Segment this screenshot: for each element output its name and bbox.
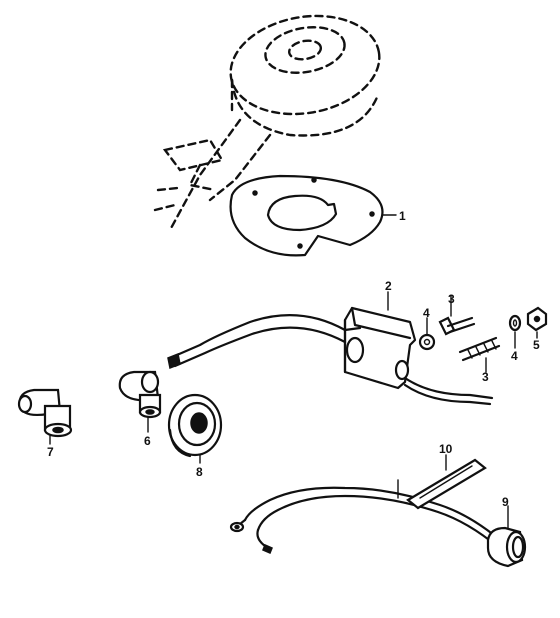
spark-plug-cap (118, 370, 162, 433)
bolt-upper (438, 295, 476, 336)
callout-6: 6 (144, 434, 151, 448)
washer-right (508, 314, 522, 349)
kill-switch (486, 505, 527, 568)
high-tension-lead (167, 314, 347, 370)
washer-left (418, 317, 436, 351)
callout-8: 8 (196, 465, 203, 479)
flywheel-dashed (153, 14, 381, 232)
callout-3-lower: 3 (482, 370, 489, 384)
callout-10: 10 (439, 442, 453, 456)
callout-5: 5 (533, 338, 540, 352)
callout-3-upper: 3 (448, 292, 455, 306)
grommet (167, 393, 223, 464)
callout-9: 9 (502, 495, 509, 509)
callout-1: 1 (399, 209, 406, 223)
callout-7: 7 (47, 445, 54, 459)
coil-ground-wire (403, 376, 494, 406)
stator-plate (229, 174, 397, 257)
spare-plug-cap (17, 388, 73, 445)
clamp-strip (406, 454, 487, 510)
wiring-harness (229, 479, 502, 554)
callout-2: 2 (385, 279, 392, 293)
callout-4-right: 4 (511, 349, 518, 363)
nut (526, 306, 548, 339)
callout-4-left: 4 (423, 306, 430, 320)
bolt-lower (458, 336, 501, 373)
ignition-coil (343, 291, 417, 390)
